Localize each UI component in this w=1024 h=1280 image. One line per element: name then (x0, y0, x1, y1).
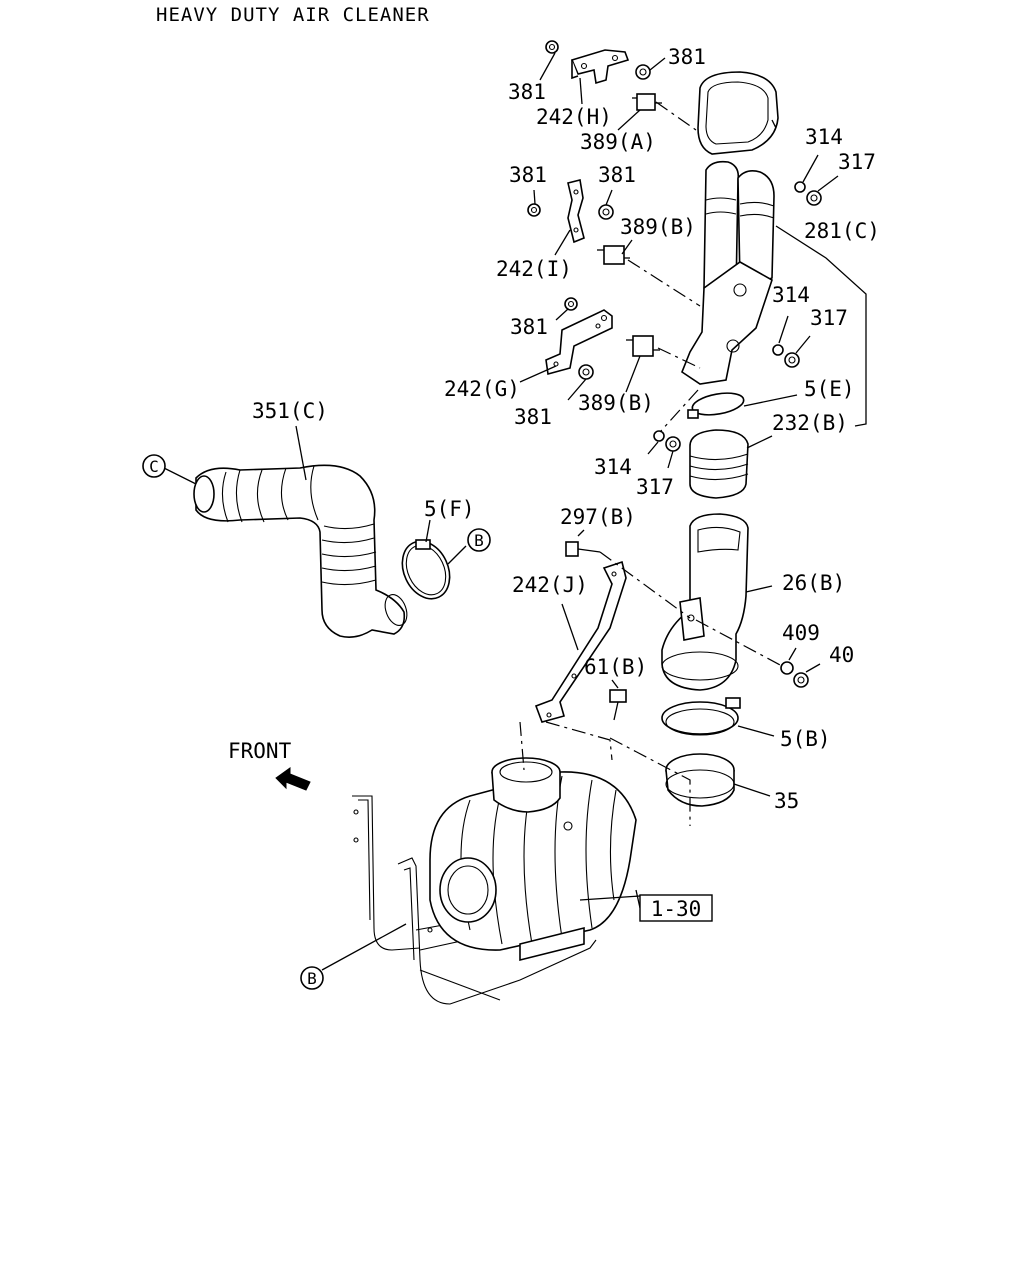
bracket-242-i (567, 179, 585, 244)
ref-circle-b-upper-label: B (474, 531, 484, 550)
callout-5-f: 5(F) (424, 497, 475, 521)
bolt-297-b (565, 541, 601, 557)
intake-snorkel-281-c (681, 71, 779, 385)
callout-5-b: 5(B) (780, 727, 831, 751)
front-label: FRONT (228, 739, 292, 763)
nut-381-mid-left (527, 203, 541, 217)
bracket-242-h (570, 49, 630, 85)
callout-381-top-right: 381 (668, 45, 706, 69)
callout-314-top: 314 (805, 125, 843, 149)
bracket-242-j (534, 560, 627, 723)
bolt-61-b (609, 689, 627, 721)
nut-317-top (806, 190, 822, 206)
diagram-title: HEAVY DUTY AIR CLEANER (156, 4, 430, 26)
clamp-5-e (687, 392, 745, 419)
washer-314-low (653, 430, 665, 442)
ref-circle-c: C (142, 454, 166, 478)
callout-35: 35 (774, 789, 799, 813)
callout-389-b-lower: 389(B) (578, 391, 654, 415)
callout-317-low: 317 (636, 475, 674, 499)
callout-317-top: 317 (838, 150, 876, 174)
callout-381-top-left: 381 (508, 80, 546, 104)
hose-232-b (689, 429, 749, 499)
washer-409 (780, 661, 794, 675)
callout-281-c: 281(C) (804, 219, 880, 243)
callout-317-mid: 317 (810, 306, 848, 330)
callout-40: 40 (829, 643, 854, 667)
callout-351-c: 351(C) (252, 399, 328, 423)
mount-389-b-lower (626, 335, 660, 357)
nut-317-mid (784, 352, 800, 368)
callout-297-b: 297(B) (560, 505, 636, 529)
nut-317-low (665, 436, 681, 452)
ref-circle-b-lower: B (300, 966, 324, 990)
ref-circle-b-upper: B (467, 528, 491, 552)
callout-314-mid: 314 (772, 283, 810, 307)
callout-61-b: 61(B) (584, 655, 647, 679)
nut-40 (793, 672, 809, 688)
washer-314-top (794, 181, 806, 193)
ref-box-1-30[interactable]: 1-30 (639, 894, 713, 922)
hose-351-c (193, 464, 408, 638)
callout-381-lower-top: 381 (510, 315, 548, 339)
bracket-242-g (545, 309, 613, 376)
callout-242-h: 242(H) (536, 105, 612, 129)
front-arrow-icon (275, 767, 311, 791)
callout-381-lower-bottom: 381 (514, 405, 552, 429)
clamp-5-f (401, 539, 451, 600)
nut-381-mid-right (598, 204, 614, 220)
ref-circle-b-lower-label: B (307, 969, 317, 988)
callout-242-j: 242(J) (512, 573, 588, 597)
nut-381-lower-top (564, 297, 578, 311)
callout-314-low: 314 (594, 455, 632, 479)
mount-389-a (632, 93, 662, 111)
callout-5-e: 5(E) (804, 377, 855, 401)
callout-381-mid-right: 381 (598, 163, 636, 187)
callout-242-i: 242(I) (496, 257, 572, 281)
callout-242-g: 242(G) (444, 377, 520, 401)
callout-409: 409 (782, 621, 820, 645)
nut-381-top-left (545, 40, 559, 54)
air-cleaner-body (429, 757, 637, 962)
nut-381-lower-bottom (578, 364, 594, 380)
washer-314-mid (772, 344, 784, 356)
clamp-5-b (661, 697, 741, 736)
callout-232-b: 232(B) (772, 411, 848, 435)
nut-381-top-right (635, 64, 651, 80)
mount-389-b-upper (597, 245, 630, 265)
ref-box-label: 1-30 (651, 897, 702, 921)
ref-circle-c-label: C (149, 457, 159, 476)
callout-26-b: 26(B) (782, 571, 845, 595)
callout-389-a: 389(A) (580, 130, 656, 154)
ring-35 (665, 753, 735, 807)
callout-389-b-upper: 389(B) (620, 215, 696, 239)
duct-26-b (661, 513, 749, 691)
callout-381-mid-left: 381 (509, 163, 547, 187)
